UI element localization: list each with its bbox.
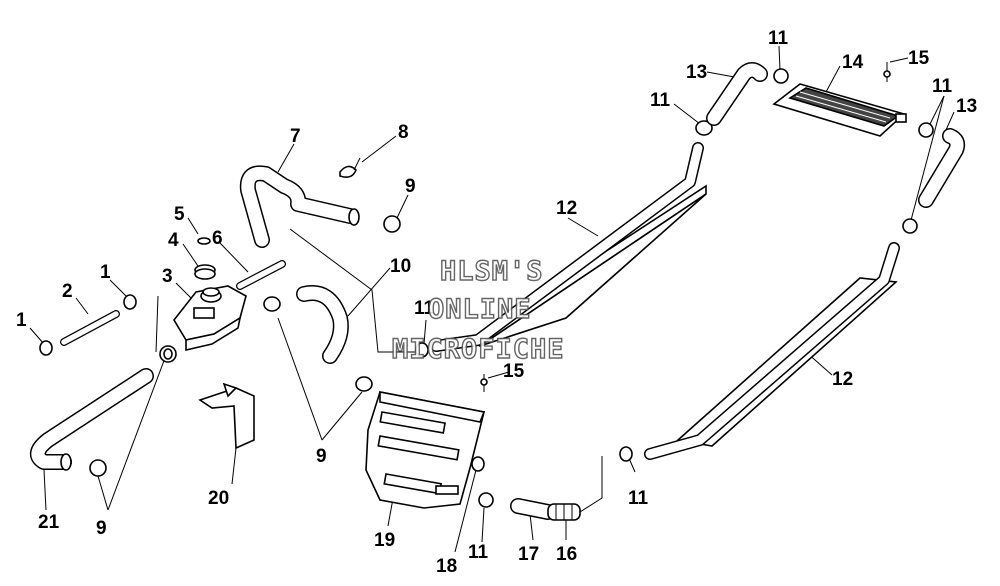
clamp-8 [339,157,361,178]
clamp-1-b [123,294,137,310]
callout-11: 11 [768,28,789,49]
shield-19 [365,391,486,509]
tube-2 [60,310,120,346]
hose-21 [30,368,154,471]
callout-1: 1 [100,262,111,283]
screw-15-a [480,374,488,392]
hose-7 [239,165,360,248]
callout-2: 2 [62,281,73,302]
callout-9: 9 [316,446,327,467]
cooler-rail-12-left [430,142,707,352]
callout-19: 19 [374,530,395,551]
callout-11: 11 [628,488,649,509]
callout-13: 13 [956,96,977,117]
hose-13-left [706,62,768,126]
clamp-11-d [695,120,713,136]
bellows-16 [547,503,581,521]
watermark-line-2: ONLINE [428,294,532,325]
watermark: HLSM'S ONLINE MICROFICHE [391,255,565,365]
exchanger-14 [772,83,907,137]
leader-lines [29,45,955,553]
callout-15: 15 [908,48,930,69]
callout-11: 11 [468,542,489,563]
hose-17 [510,498,556,520]
clamp-11-g [902,218,918,234]
clamp-9-b [89,459,107,477]
callout-20: 20 [208,488,229,509]
callout-9: 9 [96,518,107,539]
watermark-line-1: HLSM'S [440,256,544,287]
callout-13: 13 [686,62,707,83]
bracket-20 [198,382,255,450]
hose-10 [296,285,349,364]
clamp-9-c [263,296,281,312]
callout-7: 7 [290,126,301,147]
callout-11: 11 [650,90,671,111]
cap-4 [194,264,216,280]
callouts: 1 1 2 3 4 5 6 7 8 9 9 9 10 11 11 11 11 1… [16,28,977,577]
callout-8: 8 [398,122,409,143]
callout-12: 12 [832,369,853,390]
clamp-9-e [383,215,401,233]
screw-15-b [883,62,891,82]
callout-15: 15 [503,361,525,382]
callout-18: 18 [436,556,457,577]
reservoir-3 [173,285,247,352]
callout-14: 14 [842,52,864,73]
hose-13-right [918,128,966,208]
clamp-11-b [478,492,494,508]
callout-21: 21 [38,512,60,533]
callout-11: 11 [932,76,953,97]
callout-1: 1 [16,310,27,331]
clamp-9-a [159,345,177,363]
watermark-line-3: MICROFICHE [392,334,565,365]
clamp-11-f [918,122,934,138]
callout-17: 17 [518,544,539,565]
clamp-11-c [619,446,633,462]
callout-5: 5 [174,204,185,225]
callout-10: 10 [390,256,411,277]
callout-9: 9 [405,176,416,197]
callout-6: 6 [212,228,223,249]
callout-12: 12 [556,198,577,219]
cooler-rail-12-right [644,242,900,460]
callout-4: 4 [168,230,179,251]
o-ring-5 [197,237,211,245]
clamp-11-e [773,68,789,84]
clamp-1-a [39,340,53,356]
callout-16: 16 [556,544,577,565]
tube-6 [236,260,286,290]
clamp-9-d [355,376,373,392]
callout-11: 11 [414,298,435,319]
callout-3: 3 [162,266,173,287]
ring-18 [471,456,485,472]
clamp-11-a [415,342,429,358]
